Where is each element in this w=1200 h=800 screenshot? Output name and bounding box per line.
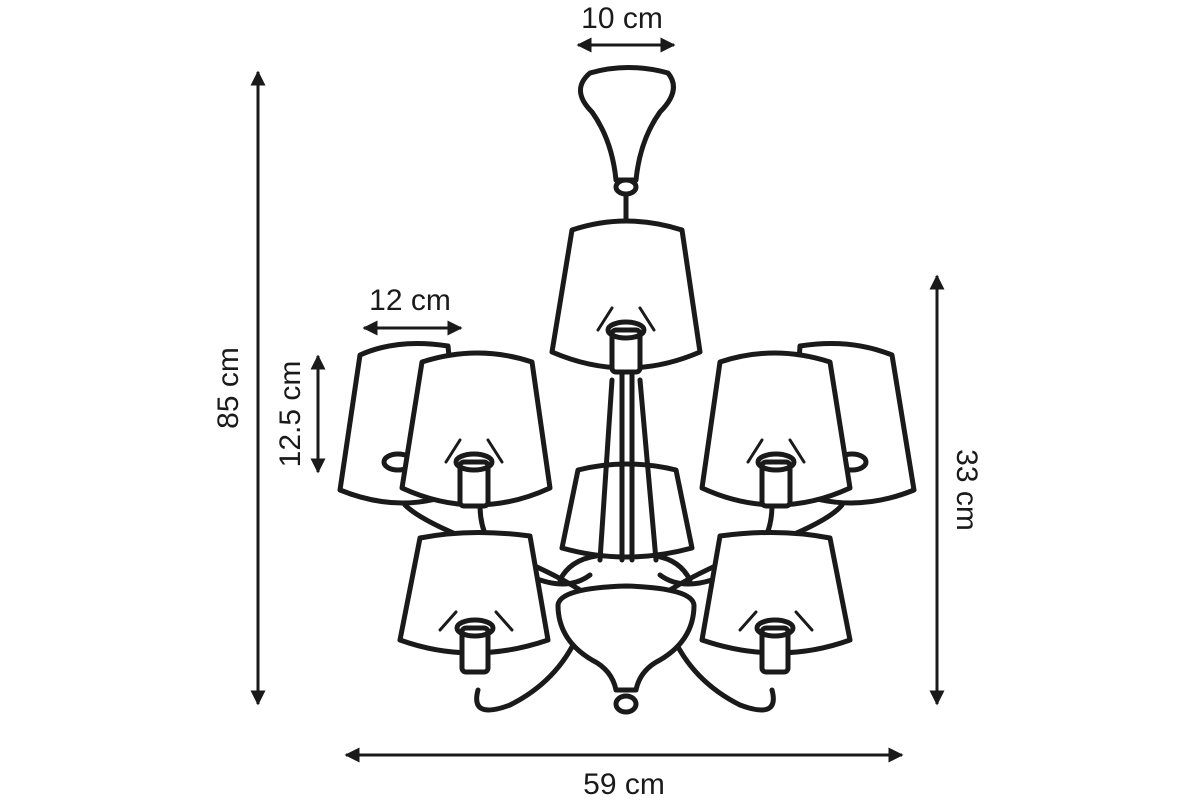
back-shade: [559, 461, 695, 560]
chandelier-illustration: [337, 65, 917, 715]
canopy: [578, 65, 676, 225]
central-column: [597, 369, 659, 563]
shade-bottom-left: [397, 529, 551, 675]
shade-front-left: [399, 350, 553, 509]
canopy-width-label: 10 cm: [581, 2, 663, 35]
dimension-total-height: 85 cm: [212, 70, 266, 706]
shade-top-center: [549, 218, 703, 375]
dimension-body-height: 33 cm: [929, 274, 983, 706]
dimension-shade-width: 12 cm: [362, 284, 463, 336]
central-bowl: [555, 583, 697, 715]
dimension-total-width: 59 cm: [344, 747, 904, 800]
dimension-canopy-width: 10 cm: [576, 2, 676, 53]
total-height-label: 85 cm: [212, 347, 245, 429]
body-height-label: 33 cm: [950, 449, 983, 531]
shade-width-label: 12 cm: [369, 284, 451, 317]
shade-front-right: [699, 350, 853, 509]
shade-bottom-right: [699, 529, 853, 675]
dimension-shade-height: 12.5 cm: [274, 354, 326, 474]
total-width-label: 59 cm: [583, 768, 665, 800]
shade-height-label: 12.5 cm: [274, 361, 307, 468]
